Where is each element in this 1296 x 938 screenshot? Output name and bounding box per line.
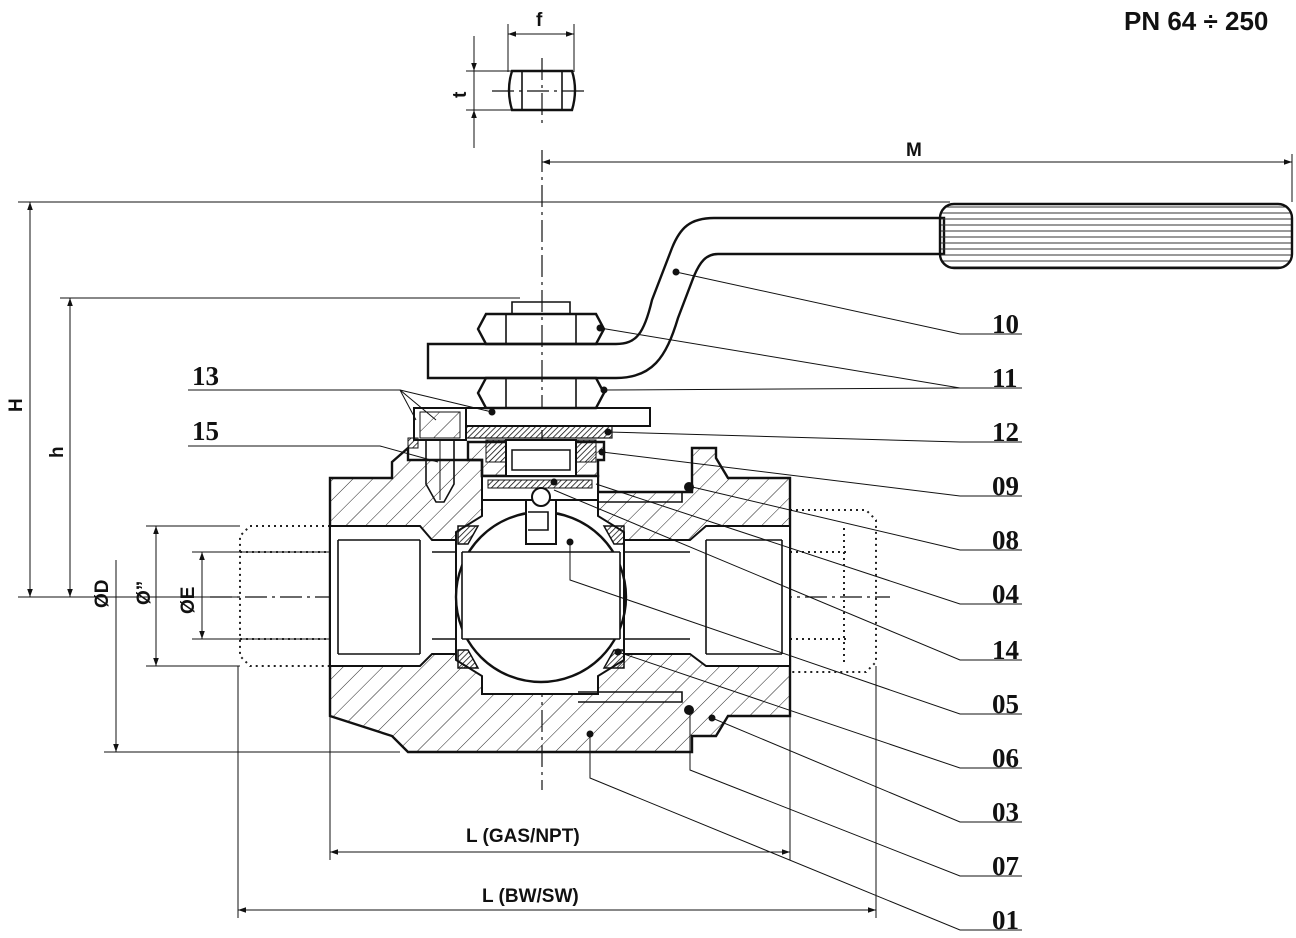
callout-08: 08 [992,525,1019,555]
dim-f-label: f [536,10,543,31]
dim-D-label: ØD [92,580,113,609]
dim-inch-label: Ø” [134,581,155,605]
dim-L-bw-label: L (BW/SW) [482,886,579,907]
callout-05: 05 [992,689,1019,719]
dim-E-label: ØE [178,587,199,614]
leader-lines [188,271,1022,931]
stem-packing [407,407,651,503]
lever-assembly [426,202,1294,410]
bw-sw-ends-phantom [239,509,877,673]
callout-01: 01 [992,905,1019,935]
valve-body [328,445,792,754]
dim-t-label: t [450,91,471,98]
callout-06: 06 [992,743,1019,773]
callout-12: 12 [992,417,1019,447]
callout-14: 14 [992,635,1019,665]
dim-M: M [542,140,1293,202]
stem-flat-detail: f t [450,10,588,148]
callout-07: 07 [992,851,1019,881]
dim-L-gas-label: L (GAS/NPT) [466,826,580,847]
callout-09: 09 [992,471,1019,501]
pressure-class-title: PN 64 ÷ 250 [1124,6,1268,36]
callout-numbers: 13 15 10 11 12 09 08 04 14 05 06 03 07 0… [192,309,1019,935]
dim-lengths: L (GAS/NPT) L (BW/SW) [237,666,877,918]
callout-03: 03 [992,797,1019,827]
callout-10: 10 [992,309,1019,339]
leader-dots [488,268,716,738]
dim-M-label: M [906,140,922,161]
callout-04: 04 [992,579,1019,609]
callout-13: 13 [192,361,219,391]
callout-15: 15 [192,416,219,446]
dim-H-label: H [6,398,27,412]
dim-h-label: h [47,446,68,458]
callout-11: 11 [992,363,1018,393]
